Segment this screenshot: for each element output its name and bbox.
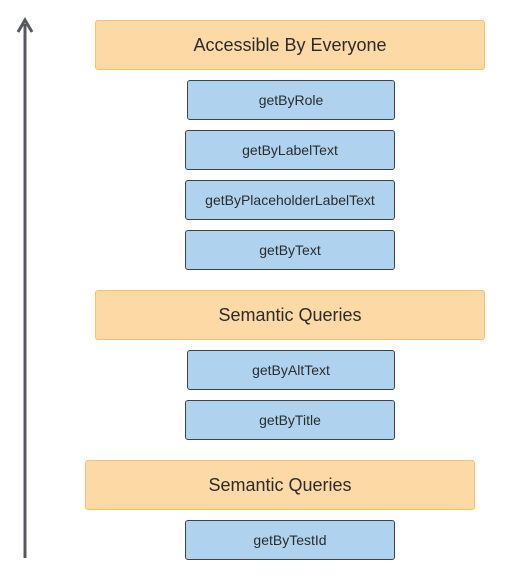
priority-arrow (16, 17, 34, 558)
query-get-by-placeholder-label-text: getByPlaceholderLabelText (185, 180, 395, 220)
query-get-by-role: getByRole (187, 80, 395, 120)
group-accessible-by-everyone: Accessible By Everyone (95, 20, 485, 70)
query-get-by-label-text: getByLabelText (185, 130, 395, 170)
query-get-by-test-id: getByTestId (185, 520, 395, 560)
priority-arrow-head (16, 17, 34, 33)
query-get-by-text: getByText (185, 230, 395, 270)
query-get-by-title: getByTitle (185, 400, 395, 440)
query-get-by-alt-text: getByAltText (187, 350, 395, 390)
group-semantic-queries-2: Semantic Queries (85, 460, 475, 510)
group-semantic-queries: Semantic Queries (95, 290, 485, 340)
